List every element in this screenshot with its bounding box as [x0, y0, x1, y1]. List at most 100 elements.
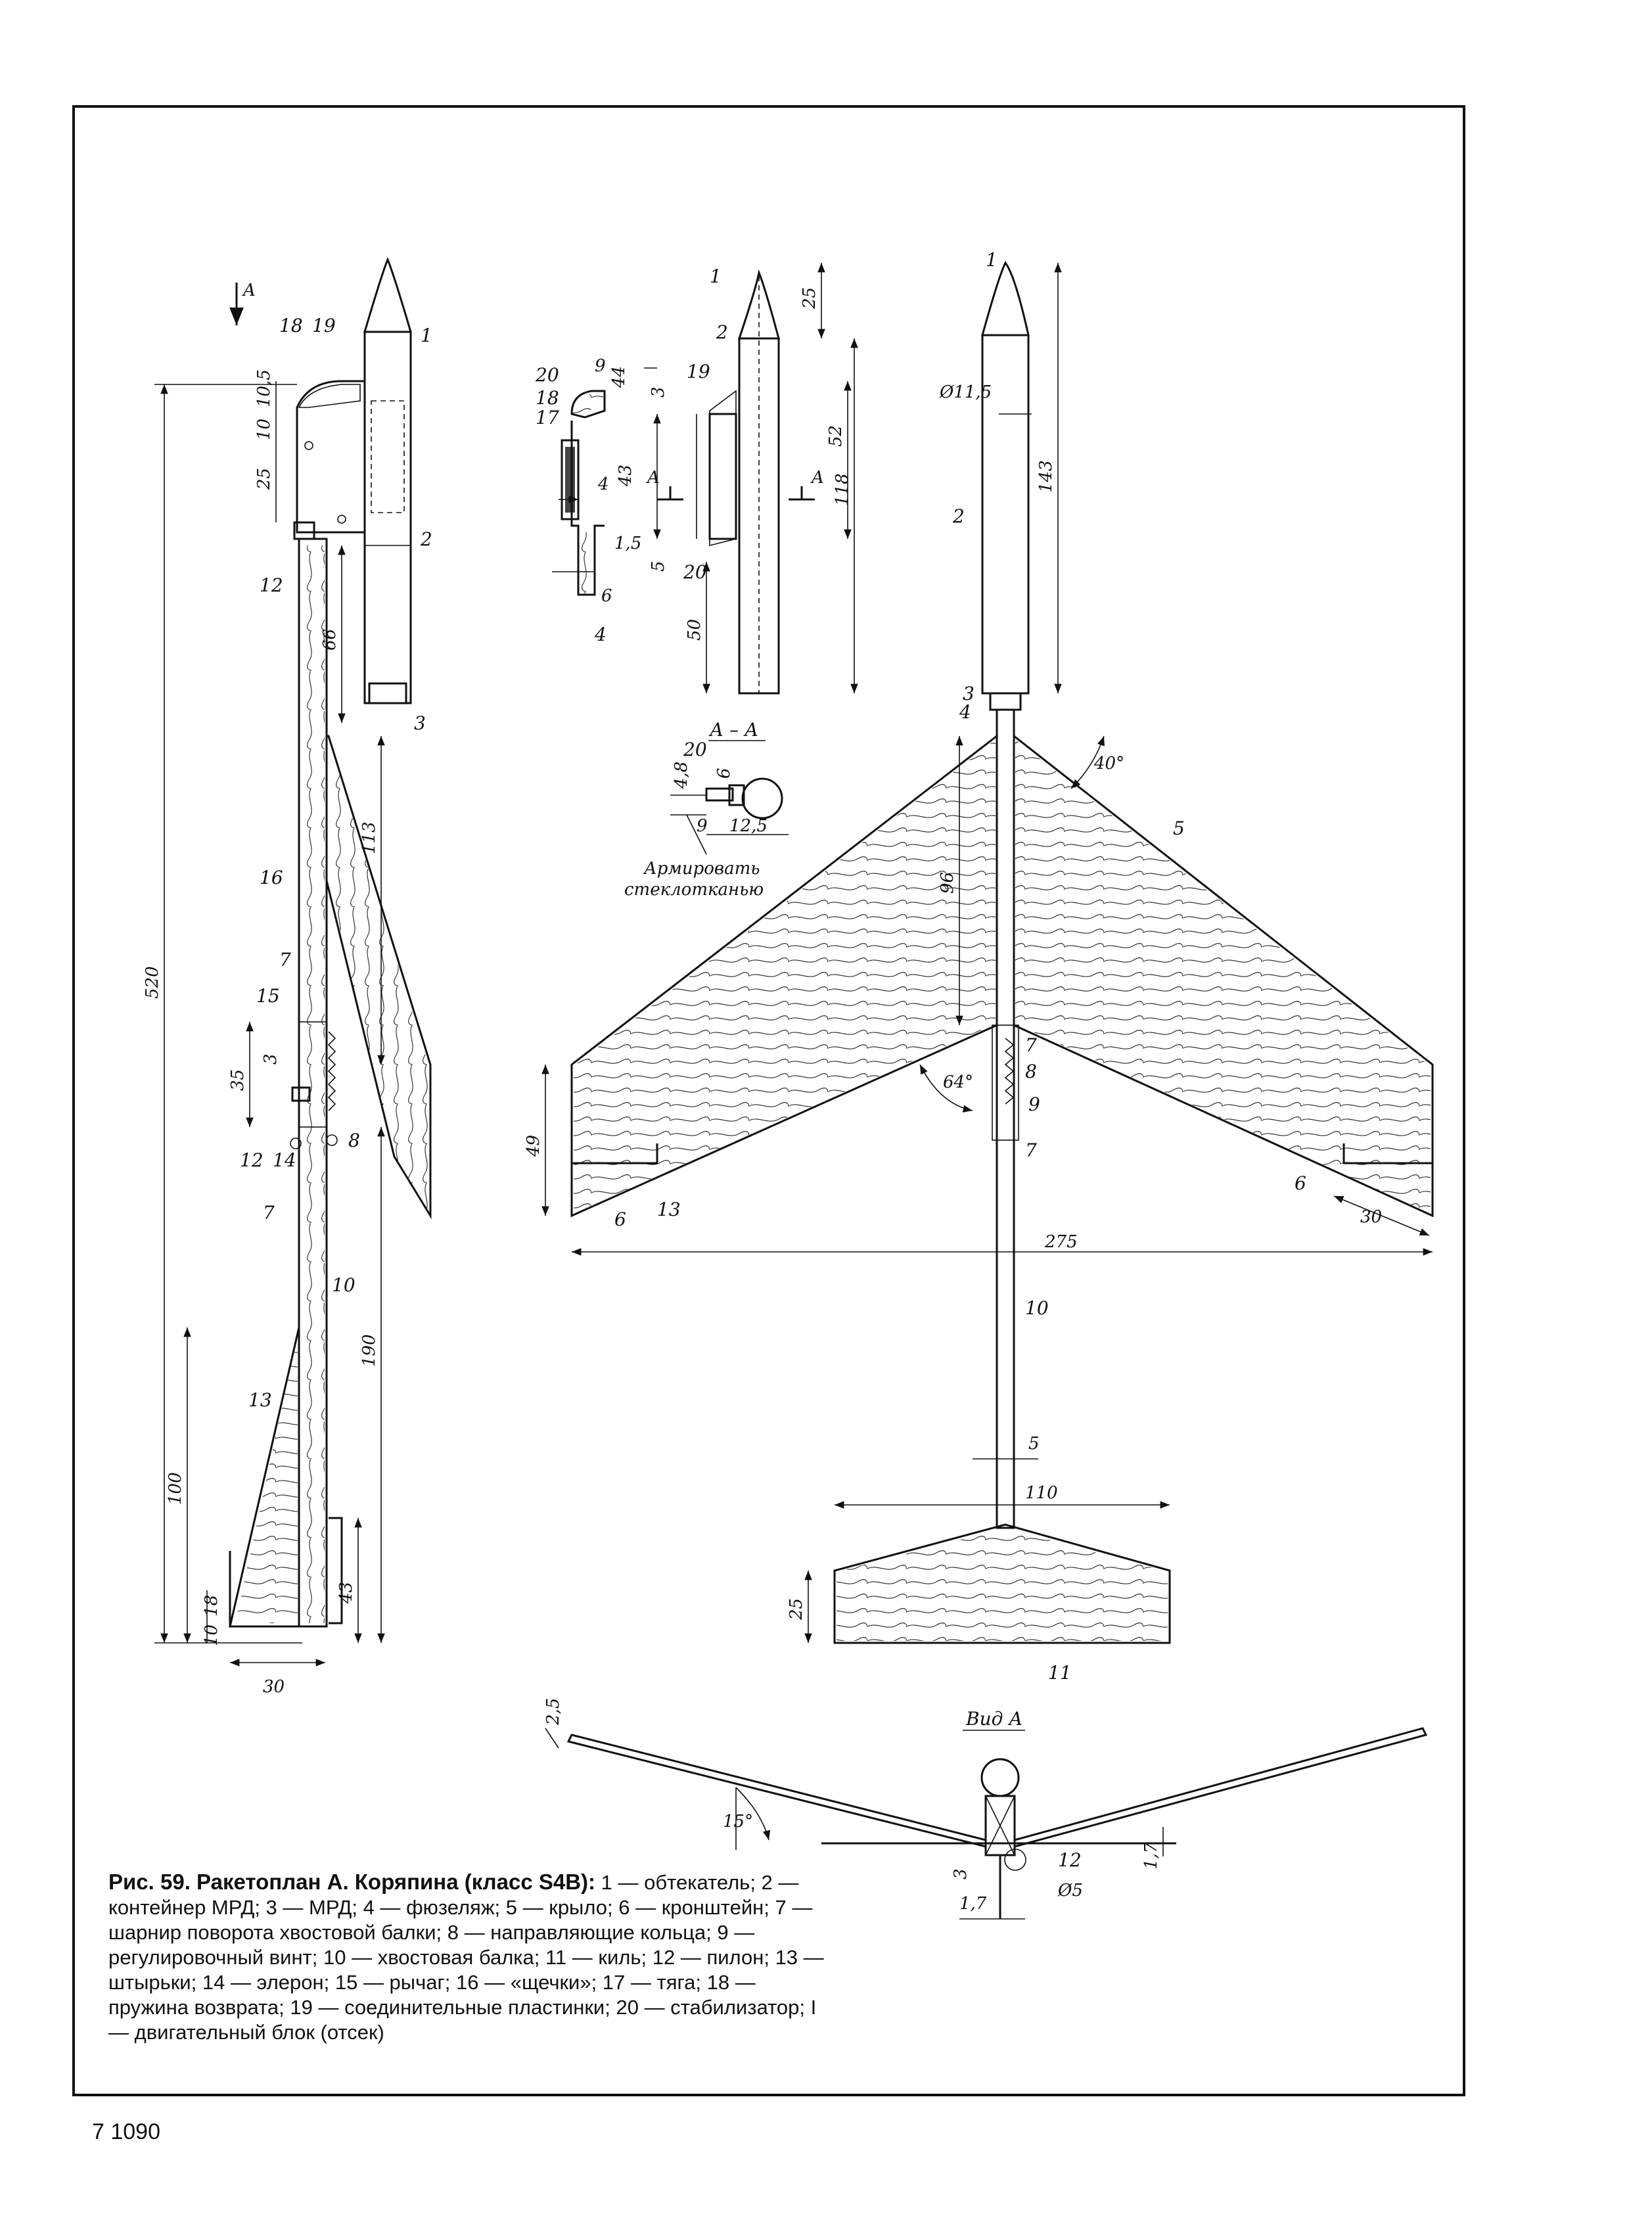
- svg-text:4: 4: [959, 701, 971, 723]
- svg-text:7: 7: [1025, 1140, 1037, 1161]
- top-view: Ø11,5 143 96 40° 64° 49 275 30 5 110 25 …: [524, 249, 1434, 1684]
- dim-10b: 10: [202, 1624, 221, 1646]
- part-label: 13: [248, 1389, 272, 1411]
- svg-text:96: 96: [938, 872, 957, 894]
- dim-10-5: 10,5: [254, 369, 274, 407]
- note-fiberglass: стеклотканью: [624, 880, 764, 900]
- part-label: 19: [312, 315, 336, 336]
- svg-text:12: 12: [1058, 1849, 1082, 1871]
- part-label: 18: [279, 315, 303, 336]
- fuselage-top: [996, 708, 1015, 1529]
- svg-text:6: 6: [614, 1209, 626, 1230]
- svg-text:4: 4: [594, 624, 607, 645]
- svg-text:5: 5: [649, 561, 668, 572]
- dim-43: 43: [336, 1582, 356, 1604]
- svg-text:2,5: 2,5: [543, 1698, 563, 1726]
- dim-66: 66: [320, 629, 340, 651]
- svg-text:20: 20: [683, 739, 707, 760]
- dim-35: 35: [228, 1069, 248, 1091]
- part-label: 8: [348, 1130, 360, 1151]
- svg-text:52: 52: [826, 425, 846, 447]
- dim-113: 113: [359, 821, 379, 854]
- note-reinforce: Армировать: [643, 859, 760, 879]
- figure-caption: Рис. 59. Ракетоплан А. Коряпина (класс S…: [108, 1870, 838, 2045]
- part-label: 3: [414, 712, 426, 734]
- svg-text:7: 7: [1025, 1034, 1037, 1056]
- svg-text:25: 25: [800, 287, 819, 310]
- dim-25: 25: [254, 468, 274, 490]
- front-view-title: Вид А: [965, 1708, 1022, 1730]
- wing-left: [570, 733, 998, 1218]
- svg-text:12,5: 12,5: [729, 816, 768, 836]
- svg-text:19: 19: [687, 361, 710, 382]
- front-view: Вид А 2,5 15° 3 1,7 1,7 Ø5 12: [543, 1698, 1428, 1920]
- part-label: 16: [260, 867, 283, 888]
- svg-text:3: 3: [649, 386, 668, 398]
- svg-text:1: 1: [986, 249, 998, 271]
- svg-text:Ø5: Ø5: [1057, 1881, 1083, 1900]
- svg-text:6: 6: [714, 768, 734, 779]
- section-title: А – А: [708, 719, 758, 741]
- svg-text:30: 30: [1360, 1207, 1382, 1227]
- svg-text:4: 4: [597, 474, 609, 494]
- part-label: 7: [279, 949, 291, 971]
- dim-3: 3: [261, 1053, 281, 1065]
- svg-text:110: 110: [1025, 1483, 1058, 1503]
- svg-text:5: 5: [1173, 817, 1185, 839]
- svg-text:15°: 15°: [723, 1812, 753, 1831]
- detail-view: 9 44 3 43 4 1,5 5 6 25 52 118 50 20 18 1…: [535, 263, 858, 695]
- svg-text:20: 20: [535, 364, 559, 386]
- svg-text:20: 20: [683, 561, 707, 583]
- svg-text:64°: 64°: [943, 1072, 973, 1092]
- svg-text:13: 13: [657, 1199, 681, 1220]
- nose-cone-top: [981, 261, 1030, 336]
- svg-text:1,5: 1,5: [614, 534, 641, 553]
- dim-30: 30: [263, 1677, 285, 1697]
- section-a-a: А – А 4,8 6 9 12,5 20 Армировать стеклот…: [624, 719, 789, 900]
- svg-text:9: 9: [1028, 1093, 1040, 1115]
- svg-text:2: 2: [716, 321, 728, 343]
- svg-text:1,7: 1,7: [1141, 1842, 1161, 1870]
- svg-text:2: 2: [952, 505, 965, 527]
- svg-text:8: 8: [1025, 1061, 1037, 1082]
- wing-right-front: [1013, 1727, 1428, 1848]
- part-label: 14: [273, 1149, 296, 1171]
- svg-text:143: 143: [1036, 460, 1056, 493]
- svg-text:A: A: [810, 468, 824, 488]
- caption-title: Рис. 59. Ракетоплан А. Коряпина (класс S…: [108, 1870, 596, 1894]
- svg-text:Ø11,5: Ø11,5: [939, 382, 992, 402]
- dim-520: 520: [143, 966, 162, 999]
- page-number: 7 1090: [92, 2119, 160, 2144]
- svg-text:A: A: [646, 468, 660, 488]
- elevon-left: [572, 1143, 658, 1164]
- dim-10: 10: [254, 419, 274, 440]
- svg-text:18: 18: [536, 387, 559, 409]
- motor-container: [363, 331, 412, 704]
- svg-text:3: 3: [963, 683, 975, 704]
- svg-text:49: 49: [524, 1135, 543, 1157]
- svg-text:9: 9: [595, 356, 606, 376]
- elevon-right: [1342, 1143, 1433, 1164]
- svg-text:43: 43: [616, 465, 635, 487]
- figure-frame: [72, 105, 1465, 2096]
- svg-text:6: 6: [601, 586, 612, 606]
- dim-100: 100: [166, 1472, 185, 1505]
- part-label: 12: [240, 1149, 264, 1171]
- svg-text:25: 25: [787, 1598, 806, 1621]
- side-view: A: [143, 256, 432, 1697]
- caption-body: 1 — обтекатель; 2 — контейнер МРД; 3 — М…: [108, 1871, 824, 2044]
- svg-text:17: 17: [536, 407, 559, 428]
- keel-top: [833, 1523, 1171, 1644]
- part-label: 2: [420, 528, 432, 550]
- dim-18: 18: [202, 1595, 221, 1617]
- svg-text:118: 118: [833, 473, 852, 506]
- svg-text:6: 6: [1295, 1172, 1306, 1194]
- part-label: 1: [421, 325, 432, 346]
- svg-text:40°: 40°: [1093, 754, 1124, 773]
- pylon: [296, 380, 366, 534]
- svg-text:50: 50: [685, 619, 704, 641]
- svg-text:44: 44: [609, 366, 629, 388]
- svg-text:5: 5: [1028, 1434, 1040, 1454]
- view-arrow-label: A: [242, 281, 256, 300]
